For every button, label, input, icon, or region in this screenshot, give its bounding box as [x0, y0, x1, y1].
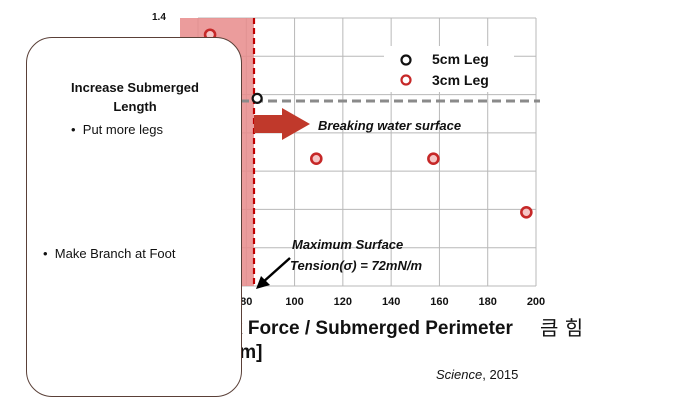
x-tick-label: 120 [334, 296, 352, 308]
bullet-dot: • [71, 122, 83, 137]
x-tick-label: 80 [240, 296, 252, 308]
legend-box [384, 46, 514, 92]
legend-marker-3cm [400, 74, 412, 86]
bullet-dot: • [43, 246, 55, 261]
panel-bullet-2-text: Make Branch at Foot [54, 246, 176, 261]
breaking-surface-label: Breaking water surface [318, 118, 462, 133]
x-tick-label: 100 [285, 296, 303, 308]
data-point-3cm [309, 152, 323, 165]
breaking-arrow [254, 108, 310, 140]
x-axis-title: k Force / Submerged Perimeter [232, 318, 513, 339]
pointer-arrow [256, 257, 291, 289]
panel-title-line2: Length [113, 99, 157, 114]
citation: Science, 2015 [436, 367, 518, 382]
max-tension-label-1: Maximum Surface [292, 237, 404, 252]
x-tick-label: 180 [479, 296, 497, 308]
x-tick-label: 200 [527, 296, 545, 308]
x-tick-label: 140 [382, 296, 400, 308]
data-points [203, 28, 533, 219]
panel-bullet-1-text: Put more legs [82, 122, 163, 137]
side-korean-text: 큼 힘 [540, 316, 584, 340]
panel-title: Increase Submerged Length [27, 78, 243, 116]
x-tick-labels: 80 100 120 140 160 180 200 [240, 296, 545, 308]
citation-journal: Science [436, 367, 483, 382]
panel-bullet-1: • Put more legs [71, 122, 163, 137]
data-point-3cm [520, 206, 533, 219]
panel-title-line1: Increase Submerged [71, 80, 199, 95]
data-point-5cm [251, 92, 263, 105]
max-tension-label-2: Tension(σ) = 72mN/m [290, 258, 423, 273]
y-tick-top: 1.4 [152, 12, 166, 23]
legend-marker-5cm [400, 54, 412, 66]
info-panel: Increase Submerged Length • Put more leg… [26, 37, 242, 397]
x-tick-label: 160 [430, 296, 448, 308]
legend-label-3cm: 3cm Leg [432, 72, 489, 88]
data-point-3cm [427, 152, 440, 165]
panel-bullet-2: • Make Branch at Foot [43, 246, 175, 261]
citation-year: , 2015 [482, 367, 519, 382]
legend-label-5cm: 5cm Leg [432, 51, 489, 67]
